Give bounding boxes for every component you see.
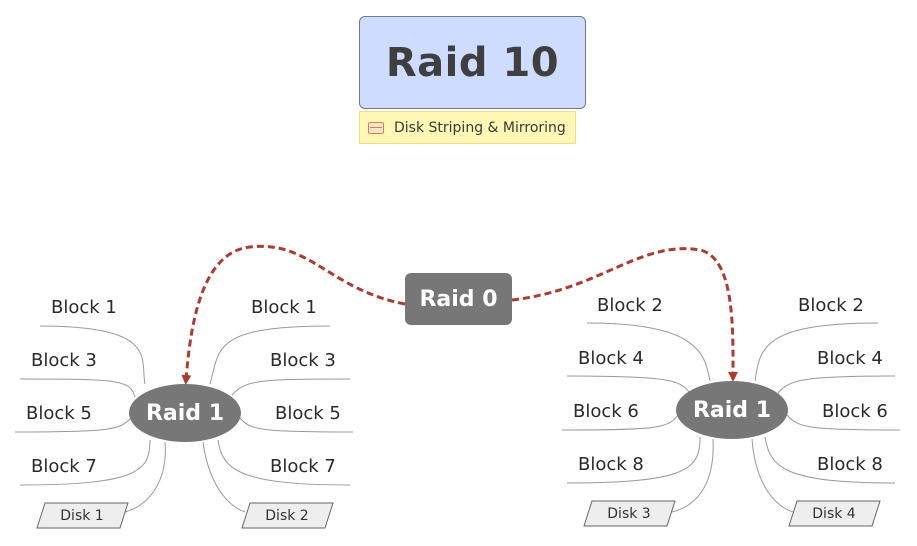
branch-line	[786, 414, 901, 431]
branch-line	[39, 325, 146, 385]
block-label[interactable]: Block 8	[817, 454, 883, 475]
branch-line	[777, 375, 896, 394]
disk-shape	[788, 500, 881, 527]
disk-label[interactable]: Disk 3	[607, 506, 651, 522]
raid1-node-left[interactable]: Raid 1	[129, 384, 241, 442]
raid1-label: Raid 1	[692, 397, 772, 423]
disk-label[interactable]: Disk 2	[265, 508, 309, 524]
branch-line	[19, 378, 136, 398]
raid0-node[interactable]: Raid 0	[405, 273, 512, 325]
branch-line	[751, 438, 794, 513]
disk-shape	[241, 502, 334, 529]
block-label[interactable]: Block 6	[822, 401, 888, 422]
page-title: Raid 10	[385, 39, 560, 86]
branch-line	[566, 436, 701, 484]
block-label[interactable]: Block 2	[597, 295, 663, 316]
disk-shape	[583, 500, 676, 527]
arrow-to-left-raid1	[181, 244, 406, 385]
disk-shapes	[36, 500, 881, 529]
raid1-label: Raid 1	[145, 400, 225, 426]
block-label[interactable]: Block 7	[31, 456, 97, 477]
branch-line	[586, 322, 711, 382]
arrow-to-right-raid1	[511, 247, 739, 382]
block-label[interactable]: Block 8	[578, 454, 644, 475]
block-label[interactable]: Block 3	[31, 350, 97, 371]
branch-line	[671, 438, 714, 513]
block-label[interactable]: Block 6	[573, 401, 639, 422]
branch-line	[566, 375, 691, 394]
note-label[interactable]: Disk Striping & Mirroring	[359, 111, 576, 144]
block-label[interactable]: Block 4	[817, 348, 883, 369]
branch-line	[754, 322, 879, 382]
title-box[interactable]: Raid 10	[359, 16, 586, 109]
branch-line	[239, 417, 354, 433]
branch-line	[124, 441, 166, 513]
right-group-branches	[561, 322, 901, 513]
branch-line	[231, 378, 351, 396]
block-label[interactable]: Block 7	[270, 456, 336, 477]
block-label[interactable]: Block 3	[270, 350, 336, 371]
note-text: Disk Striping & Mirroring	[394, 119, 566, 136]
block-label[interactable]: Block 1	[51, 297, 117, 318]
block-label[interactable]: Block 5	[275, 403, 341, 424]
block-label[interactable]: Block 1	[251, 297, 317, 318]
branch-line	[14, 417, 132, 433]
block-label[interactable]: Block 5	[26, 403, 92, 424]
note-icon	[368, 121, 384, 134]
branch-line	[764, 436, 896, 484]
block-label[interactable]: Block 2	[798, 295, 864, 316]
disk-label[interactable]: Disk 1	[60, 508, 104, 524]
left-group-branches	[14, 325, 354, 513]
raid0-label: Raid 0	[419, 286, 498, 312]
branch-line	[202, 441, 246, 513]
branch-line	[209, 325, 331, 385]
branch-line	[561, 414, 679, 431]
branch-line	[19, 439, 151, 486]
branch-line	[217, 439, 351, 486]
disk-shape	[36, 502, 129, 529]
disk-label[interactable]: Disk 4	[812, 506, 856, 522]
raid1-node-right[interactable]: Raid 1	[676, 381, 788, 439]
block-label[interactable]: Block 4	[578, 348, 644, 369]
